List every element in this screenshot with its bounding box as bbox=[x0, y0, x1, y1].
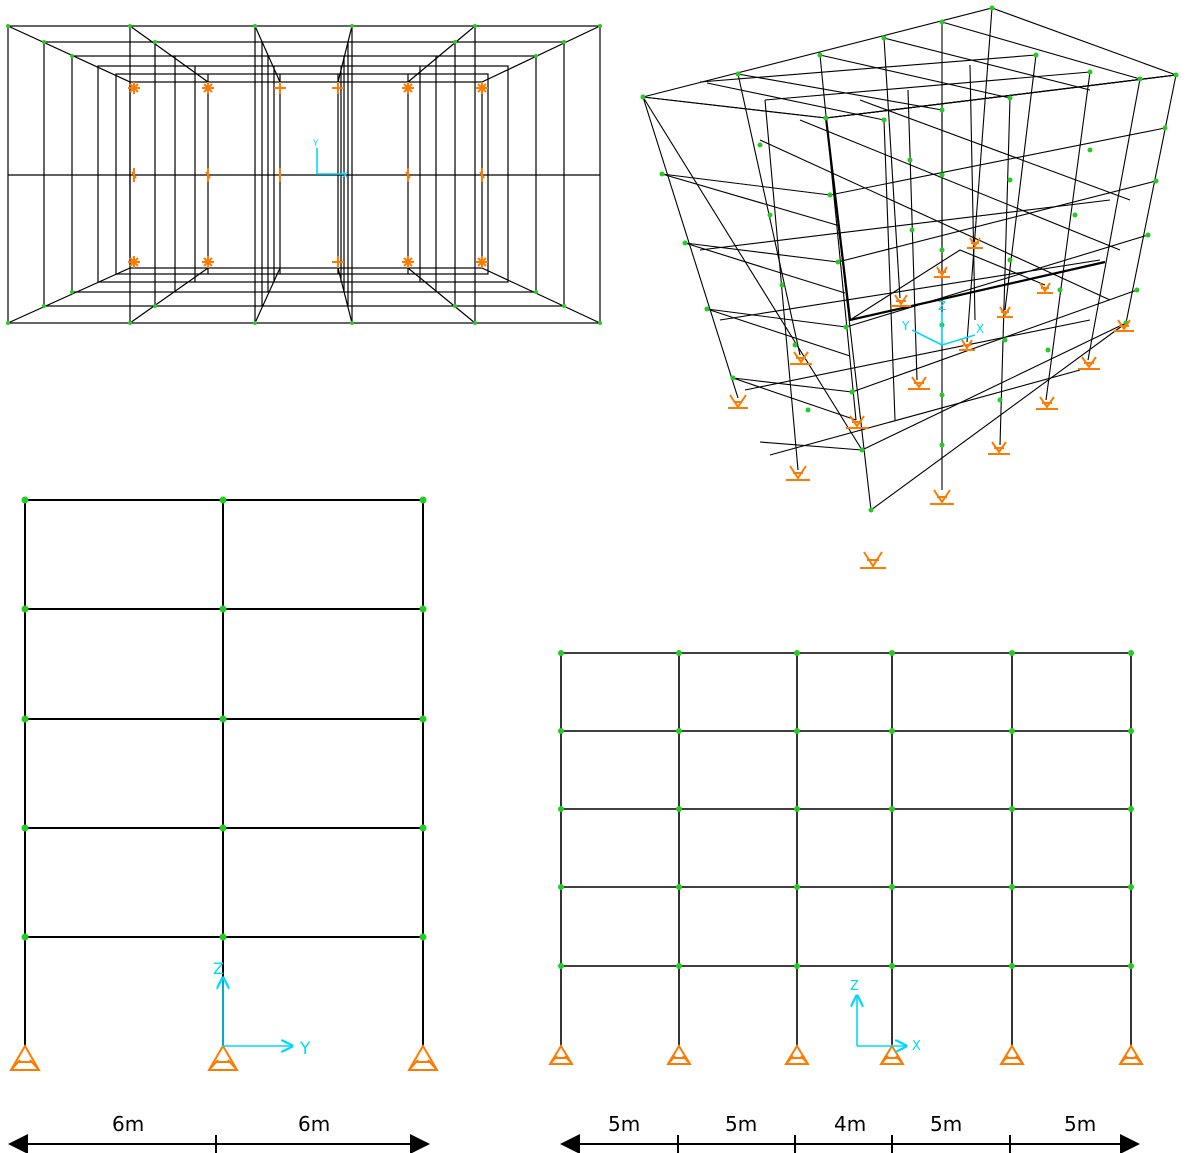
elevation-x-span-4: 5m bbox=[930, 1112, 962, 1136]
isometric-view: Z X Y bbox=[640, 5, 1179, 569]
elevation-x-span-1: 5m bbox=[608, 1112, 640, 1136]
iso-frame bbox=[642, 7, 1177, 511]
iso-axis-horizontal-label: X bbox=[976, 322, 984, 336]
elevation-y-supports bbox=[9, 1044, 439, 1071]
plan-axis-vertical-label: Y bbox=[312, 139, 319, 149]
elevation-x-supports bbox=[548, 1044, 1144, 1065]
elevation-y-span-2: 6m bbox=[298, 1112, 330, 1136]
elevation-y-dimensions: 6m 6m bbox=[8, 1112, 430, 1153]
elevation-x-span-2: 5m bbox=[725, 1112, 757, 1136]
plan-grid bbox=[7, 25, 601, 324]
iso-axis-triad: Z X Y bbox=[901, 299, 984, 346]
elevation-y-view: Z Y 6m 6m bbox=[8, 496, 439, 1153]
elevation-x-axis-horizontal-label: X bbox=[912, 1039, 921, 1054]
elevation-x-view: Z X 5m 5m 4m 5m 5m bbox=[548, 650, 1144, 1153]
elevation-x-dimensions: 5m 5m 4m 5m 5m bbox=[560, 1112, 1140, 1153]
iso-nodes bbox=[640, 5, 1179, 513]
iso-axis-vertical-label: Z bbox=[938, 299, 946, 313]
elevation-x-span-3: 4m bbox=[834, 1112, 866, 1136]
plan-axis-triad: Y X bbox=[312, 139, 348, 181]
elevation-y-span-1: 6m bbox=[112, 1112, 144, 1136]
plan-supports bbox=[128, 82, 488, 268]
elevation-x-axis-triad: Z X bbox=[850, 979, 921, 1054]
elevation-y-axis-horizontal-label: Y bbox=[299, 1039, 311, 1059]
elevation-y-nodes bbox=[21, 496, 427, 941]
plan-nodes bbox=[6, 24, 602, 325]
elevation-y-frame bbox=[24, 499, 424, 1046]
elevation-y-axis-triad: Z Y bbox=[213, 959, 311, 1059]
iso-supports bbox=[728, 237, 1134, 569]
plan-axis-horizontal-label: X bbox=[342, 171, 348, 181]
iso-axis-depth-label: Y bbox=[901, 319, 910, 333]
elevation-x-axis-vertical-label: Z bbox=[850, 979, 859, 994]
elevation-x-nodes bbox=[558, 650, 1134, 969]
elevation-y-axis-vertical-label: Z bbox=[213, 959, 224, 978]
plan-view: Y X bbox=[6, 24, 602, 325]
elevation-x-span-5: 5m bbox=[1064, 1112, 1096, 1136]
elevation-x-frame bbox=[560, 652, 1132, 1046]
